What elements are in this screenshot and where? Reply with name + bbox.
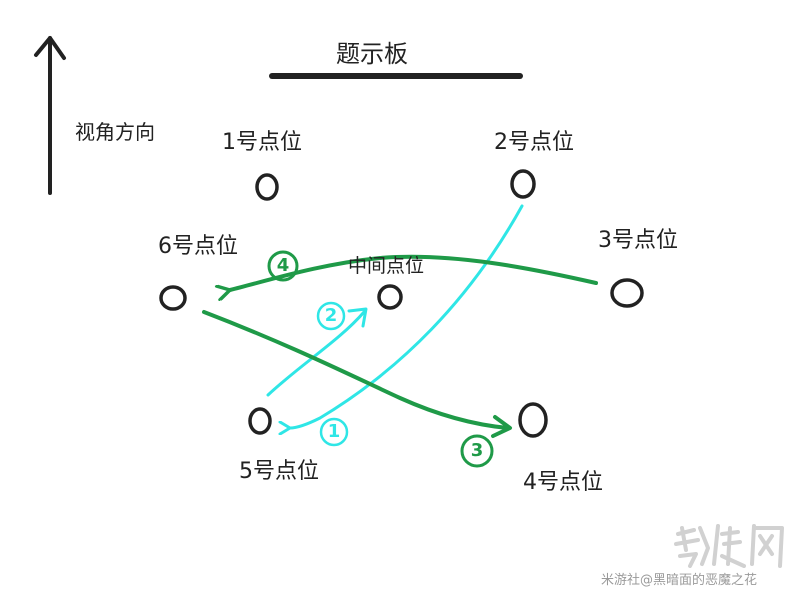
view-direction-label: 视角方向 <box>75 120 155 144</box>
point-3-label: 3号点位 <box>598 228 678 253</box>
path-step-2-arrowhead <box>347 307 368 328</box>
point-1-label: 1号点位 <box>222 130 302 155</box>
point-6-label: 6号点位 <box>158 234 238 259</box>
point-5-marker <box>248 407 272 435</box>
step-2-number: 2 <box>324 305 338 326</box>
step-4-number: 4 <box>276 255 290 276</box>
step-4-badge <box>267 250 299 282</box>
center-point-label: 中间点位 <box>348 255 425 277</box>
point-3-marker <box>610 278 644 308</box>
point-5-label: 5号点位 <box>239 459 319 484</box>
step-1-number: 1 <box>327 421 341 442</box>
point-4-label: 4号点位 <box>523 470 603 495</box>
path-step-4 <box>230 254 598 290</box>
step-1-badge <box>319 417 349 447</box>
step-2-badge <box>316 301 346 331</box>
point-1-marker <box>255 173 279 201</box>
step-3-badge <box>460 434 494 468</box>
point-2-marker <box>510 169 536 199</box>
path-step-2 <box>266 310 366 397</box>
point-6-marker <box>159 285 187 311</box>
point-4-marker <box>518 402 548 438</box>
step-3-number: 3 <box>470 440 484 461</box>
site-logo <box>674 524 784 568</box>
view-direction-arrow <box>34 36 66 195</box>
watermark-credit: 米游社@黑暗面的恶魔之花 <box>601 573 758 588</box>
path-step-3-arrowhead <box>491 415 512 438</box>
point-2-label: 2号点位 <box>494 130 574 155</box>
center-point-marker <box>377 284 403 310</box>
board-title: 题示板 <box>336 40 408 68</box>
path-step-3 <box>202 310 510 430</box>
